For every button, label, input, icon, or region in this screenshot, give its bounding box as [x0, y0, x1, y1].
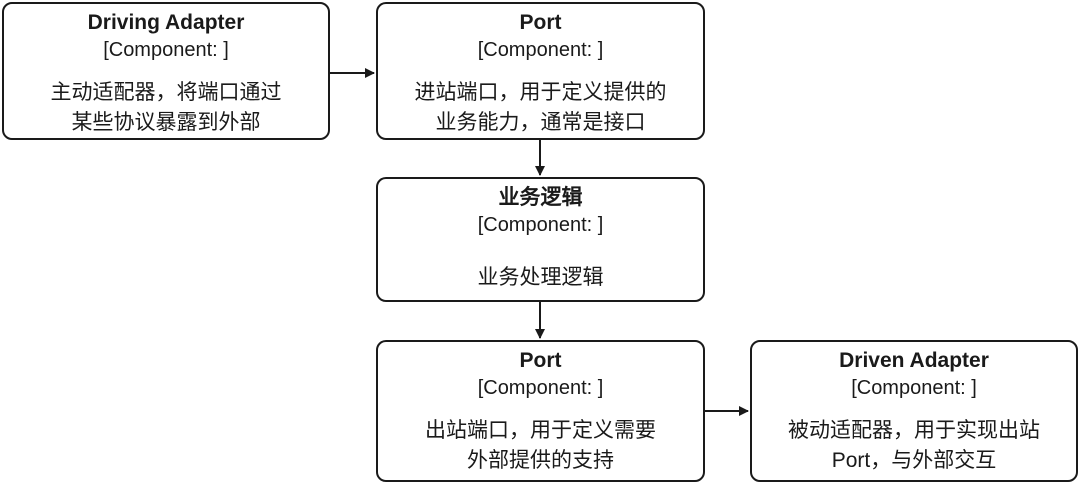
node-title: Driven Adapter	[839, 349, 989, 372]
node-description: 进站端口，用于定义提供的 业务能力，通常是接口	[414, 81, 667, 134]
node-description: 被动适配器，用于实现出站 Port，与外部交互	[788, 419, 1040, 472]
driving-adapter-node: Driving Adapter [Component: ] 主动适配器，将端口通…	[2, 2, 330, 140]
node-title: 业务逻辑	[498, 186, 583, 209]
node-title: Port	[519, 349, 562, 372]
node-title: Driving Adapter	[87, 11, 245, 34]
business-logic-node: 业务逻辑 [Component: ] 业务处理逻辑	[376, 177, 705, 302]
node-stereotype: [Component: ]	[477, 39, 604, 61]
node-stereotype: [Component: ]	[103, 39, 229, 61]
node-stereotype: [Component: ]	[851, 377, 977, 399]
inbound-port-node: Port [Component: ] 进站端口，用于定义提供的 业务能力，通常是…	[376, 2, 705, 140]
node-stereotype: [Component: ]	[477, 214, 604, 236]
node-description: 业务处理逻辑	[477, 266, 604, 289]
node-stereotype: [Component: ]	[477, 377, 604, 399]
outbound-port-node: Port [Component: ] 出站端口，用于定义需要 外部提供的支持	[376, 340, 705, 482]
node-description: 出站端口，用于定义需要 外部提供的支持	[425, 419, 656, 472]
node-title: Port	[519, 11, 562, 34]
node-description: 主动适配器，将端口通过 某些协议暴露到外部	[50, 81, 282, 134]
driven-adapter-node: Driven Adapter [Component: ] 被动适配器，用于实现出…	[750, 340, 1078, 482]
